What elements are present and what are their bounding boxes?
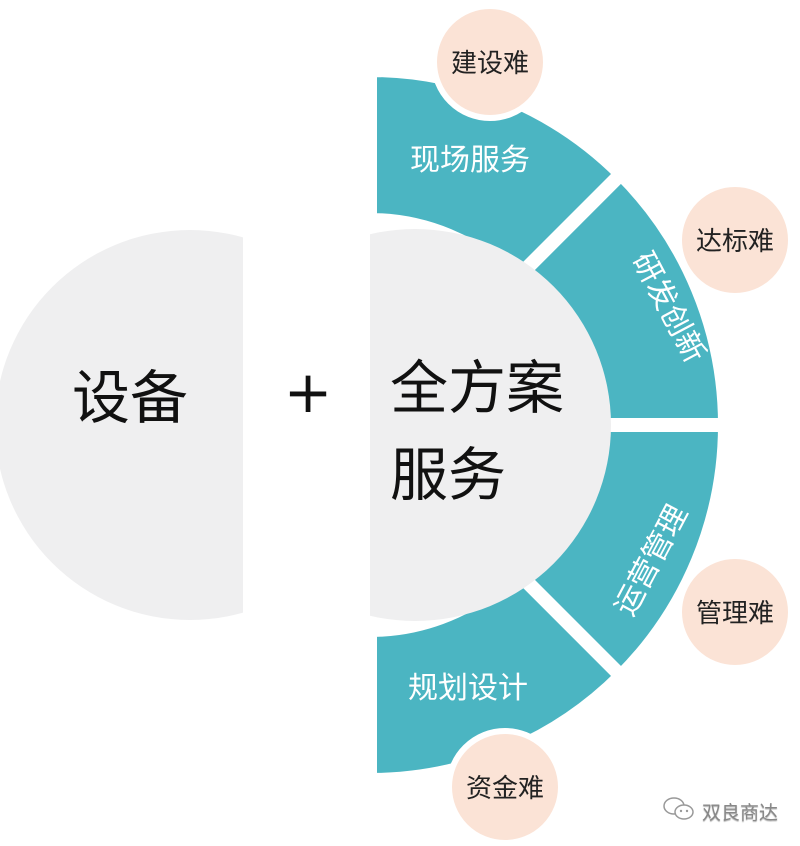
difficulty-funding: 资金难	[446, 728, 564, 846]
watermark: 双良商达	[662, 796, 778, 827]
svg-text:管理难: 管理难	[696, 599, 774, 629]
wechat-icon	[662, 796, 696, 827]
device-label: 设备	[72, 364, 188, 432]
difficulty-compliance: 达标难	[676, 181, 794, 299]
full-solution-line1: 全方案	[390, 354, 564, 422]
plus-sign: +	[284, 358, 333, 426]
segment-label-onsite: 现场服务	[410, 143, 530, 178]
svg-text:建设难: 建设难	[451, 49, 529, 79]
watermark-text: 双良商达	[702, 802, 779, 824]
segment-label-planning: 规划设计	[408, 671, 528, 706]
full-solution-line2: 服务	[390, 441, 506, 509]
svg-text:资金难: 资金难	[466, 774, 544, 804]
service-ring	[363, 62, 733, 788]
svg-text:达标难: 达标难	[696, 227, 774, 257]
difficulty-construction: 建设难	[431, 3, 549, 121]
device-circle	[0, 230, 243, 620]
full-solution-circle	[370, 229, 611, 621]
difficulty-management: 管理难	[676, 553, 794, 671]
